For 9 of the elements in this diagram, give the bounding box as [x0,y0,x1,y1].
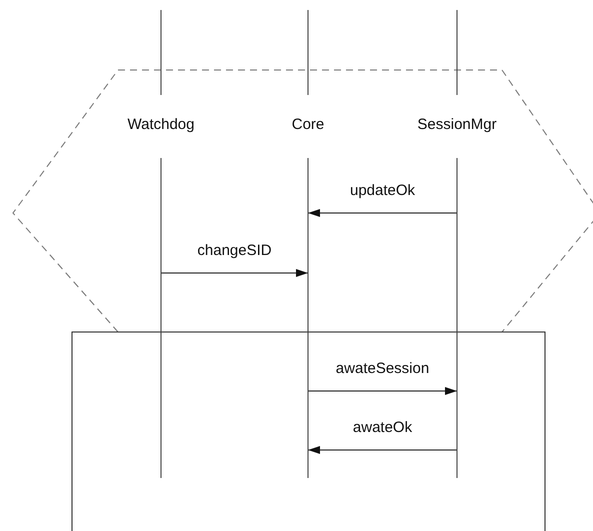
message-arrow [160,269,308,277]
message-arrow [308,387,458,395]
message-arrow [308,209,458,217]
participant-name: Watchdog [128,116,194,134]
participant-name: SessionMgr [417,116,497,134]
message-arrow [308,446,458,454]
edge-label: updateOk [348,182,418,200]
participant-name: Core [292,116,324,134]
edge-label: changeSID [195,242,274,260]
